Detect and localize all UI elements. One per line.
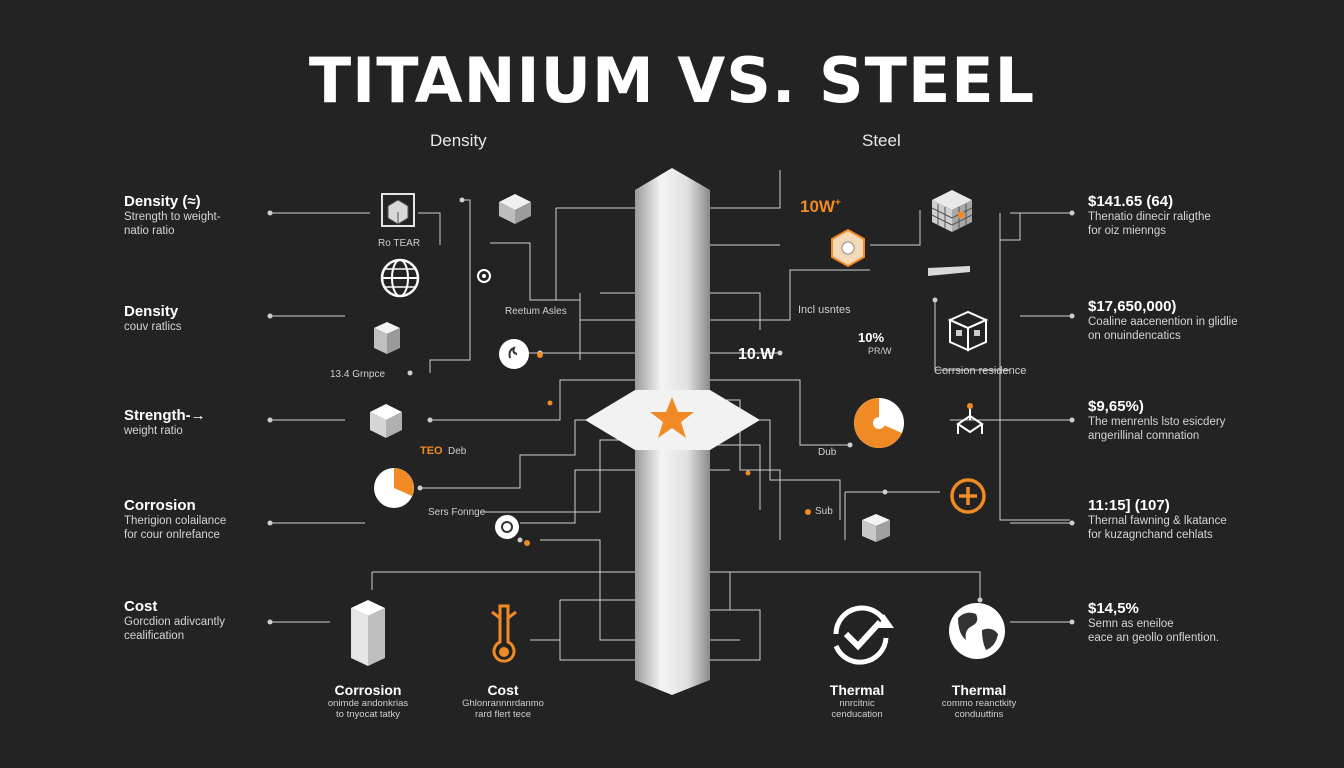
right-label-1: $141.65 (64) Thenatio dinecir raligthe f…	[1088, 193, 1211, 237]
left-label-1: Density (≈) Strength to weight- natio ra…	[124, 193, 221, 237]
annotation-right-a: 10W+	[800, 197, 841, 216]
left-label-5: Cost Gorcdion adivcantly cealification	[124, 598, 225, 642]
left-label-4: Corrosion Therigion colailance for cour …	[124, 497, 227, 541]
gauge-icon	[499, 339, 529, 369]
small-cube-icon	[862, 514, 890, 542]
annotation-right-c: 10%	[858, 330, 885, 345]
right-label-4: 11:15] (107) Thernal fawning & lkatance …	[1088, 497, 1227, 541]
checkmark-cycle-icon	[833, 605, 894, 665]
annotation-right-b: Incl usntes	[798, 304, 851, 316]
bottom-item-thermal-2: Thermal commo reanctkity conduuttins	[941, 682, 1017, 720]
annotation-left-e: Deb	[448, 446, 467, 457]
left-label-3: Strength-→ weight ratio	[124, 407, 206, 437]
bottom-item-thermal-1: Thermal nnrcitnic cenducation	[829, 682, 885, 720]
crate-cube-icon	[381, 193, 415, 227]
cube-icon	[499, 194, 531, 224]
pie-icon	[374, 468, 414, 508]
white-cube-icon	[370, 404, 402, 438]
globe-icon	[380, 258, 420, 298]
annotation-left-d: TEO	[420, 445, 443, 457]
star-icon	[650, 397, 694, 438]
rubik-cube-icon	[931, 190, 973, 232]
earth-globe-icon	[949, 603, 1005, 659]
target-icon	[477, 269, 491, 283]
cage-cube-icon	[947, 310, 989, 352]
bottom-item-corrosion: Corrosion onimde andonkrias to tnyocat t…	[327, 682, 409, 720]
annotation-right-g: Sub	[815, 506, 833, 517]
bar-slab-icon	[928, 266, 970, 276]
annotation-right-f: Dub	[818, 447, 837, 458]
block-icon	[374, 322, 400, 354]
annotation-left-b: Reetum Asles	[505, 306, 567, 317]
bottom-item-cost: Cost Ghlonrannnrdanmo rard flert tece	[462, 682, 544, 720]
right-column-header: Steel	[862, 131, 901, 150]
page-title: TITANIUM VS. STEEL	[308, 44, 1036, 117]
left-label-2: Density couv ratlics	[124, 303, 182, 333]
ring-icon	[495, 515, 519, 539]
annotation-right-c-sub: PR/W	[868, 346, 892, 356]
annotation-left-f: Sers Fonnge	[428, 507, 486, 518]
right-label-5: $14,5% Semn as eneiloe eace an geollo on…	[1088, 600, 1220, 644]
annotation-left-a: Ro TEAR	[378, 238, 421, 249]
molecule-icon	[956, 403, 984, 434]
right-label-3: $9,65%) The menrenls lsto esicdery anger…	[1088, 398, 1226, 442]
tall-block-icon	[351, 600, 385, 666]
donut-chart-icon	[854, 398, 904, 448]
right-label-2: $17,650,000) Coaline aacenention in glid…	[1088, 298, 1238, 342]
annotation-left-c: 13.4 Grnpce	[330, 369, 386, 380]
thermometer-wrench-icon	[491, 604, 517, 663]
plus-circle-icon	[950, 478, 986, 514]
orange-hex-icon	[831, 228, 865, 268]
left-column-header: Density	[430, 131, 487, 150]
annotation-right-e: Corrsion residence	[934, 365, 1027, 377]
annotation-right-d: 10.W	[738, 346, 776, 363]
